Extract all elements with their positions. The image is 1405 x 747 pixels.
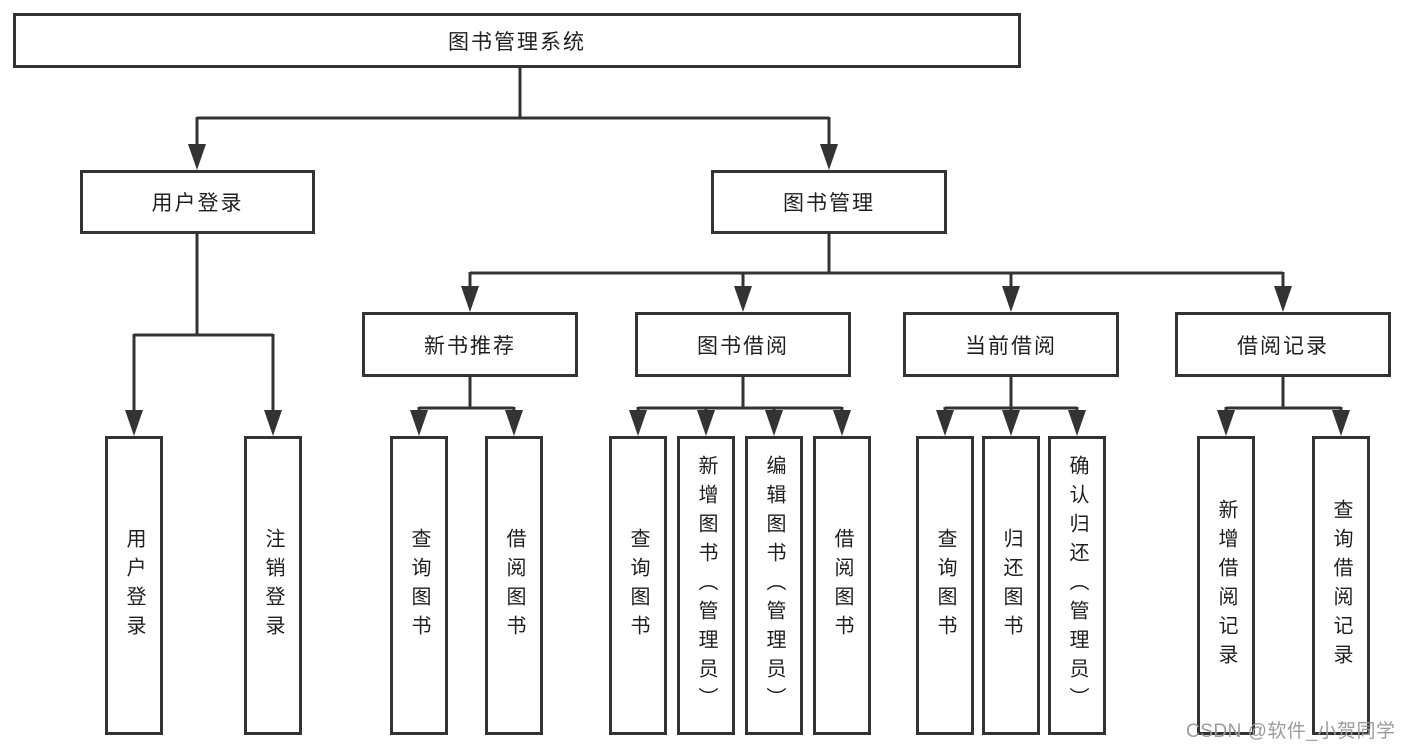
- node-book-management: 图书管理: [711, 170, 947, 234]
- leaf-user-login: 用户登录: [105, 436, 163, 735]
- leaf-confirm-return-admin: 确认归还（管理员）: [1048, 436, 1106, 735]
- leaf-add-book-admin: 新增图书（管理员）: [677, 436, 735, 735]
- node-borrow-records: 借阅记录: [1175, 312, 1391, 377]
- arrowheads: [125, 144, 1350, 436]
- node-new-book-recommend: 新书推荐: [362, 312, 578, 377]
- leaf-newbook-borrow-books: 借阅图书: [485, 436, 543, 735]
- node-book-borrow: 图书借阅: [635, 312, 851, 377]
- node-root-title: 图书管理系统: [13, 13, 1021, 68]
- leaf-newbook-query-books: 查询图书: [390, 436, 448, 735]
- leaf-logout: 注销登录: [244, 436, 302, 735]
- leaf-return-books: 归还图书: [982, 436, 1040, 735]
- csdn-watermark: CSDN @软件_小贺同学: [1186, 721, 1396, 742]
- leaf-borrow-query-books: 查询图书: [609, 436, 667, 735]
- node-user-login: 用户登录: [80, 170, 315, 234]
- leaf-query-borrow-record: 查询借阅记录: [1312, 436, 1370, 735]
- leaf-borrow-books: 借阅图书: [813, 436, 871, 735]
- node-current-borrow: 当前借阅: [903, 312, 1119, 377]
- leaf-current-query-books: 查询图书: [916, 436, 974, 735]
- leaf-edit-book-admin: 编辑图书（管理员）: [745, 436, 803, 735]
- leaf-add-borrow-record: 新增借阅记录: [1197, 436, 1255, 735]
